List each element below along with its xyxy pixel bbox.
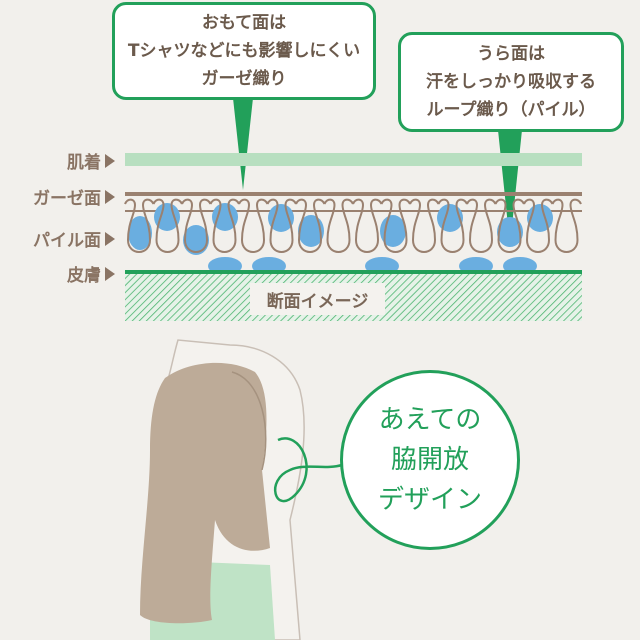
callout-front-gauze: おもて面は Tシャツなどにも影響しにくい ガーゼ織り (112, 2, 376, 100)
arrow-right-icon (105, 231, 115, 246)
layer-label-pile: パイル面 (33, 226, 115, 251)
pile-loop-path (124, 198, 582, 253)
feature-line-3: デザイン (377, 485, 482, 515)
callout-front-line-2: Tシャツなどにも影響しにくい (127, 41, 361, 61)
layer-label-skin: 皮膚 (67, 261, 115, 286)
callout-back-line-1: うら面は (477, 44, 545, 64)
skin-layer (125, 270, 582, 274)
sweat-drops (128, 203, 553, 275)
layer-label-text: ガーゼ面 (33, 189, 101, 209)
layer-label-innerwear: 肌着 (67, 148, 115, 173)
gauze-layer (125, 192, 582, 196)
arrow-right-icon (105, 266, 115, 281)
pile-loops (124, 198, 582, 253)
pile-base-line (125, 210, 582, 212)
arrow-right-icon (105, 189, 115, 204)
layer-label-text: 肌着 (67, 153, 101, 173)
layer-label-gauze: ガーゼ面 (33, 184, 115, 209)
person-illustration (140, 339, 343, 640)
callout-front-line-3: ガーゼ織り (201, 69, 287, 89)
arrow-right-icon (105, 153, 115, 168)
layer-label-text: 皮膚 (67, 266, 101, 286)
feature-badge: あえての 脇開放 デザイン (340, 370, 520, 550)
callout-back-line-3: ループ織り（パイル） (426, 100, 596, 120)
layer-label-text: パイル面 (33, 231, 101, 251)
callout-front-line-1: おもて面は (201, 13, 287, 33)
feature-line-2: 脇開放 (390, 445, 469, 475)
callout-back-line-2: 汗をしっかり吸収する (426, 72, 596, 92)
section-label: 断面イメージ (250, 283, 385, 315)
callout-back-pile: うら面は 汗をしっかり吸収する ループ織り（パイル） (398, 32, 624, 132)
callout-pointer-front (233, 98, 253, 190)
innerwear-layer (125, 153, 582, 166)
feature-line-1: あえての (378, 405, 482, 435)
